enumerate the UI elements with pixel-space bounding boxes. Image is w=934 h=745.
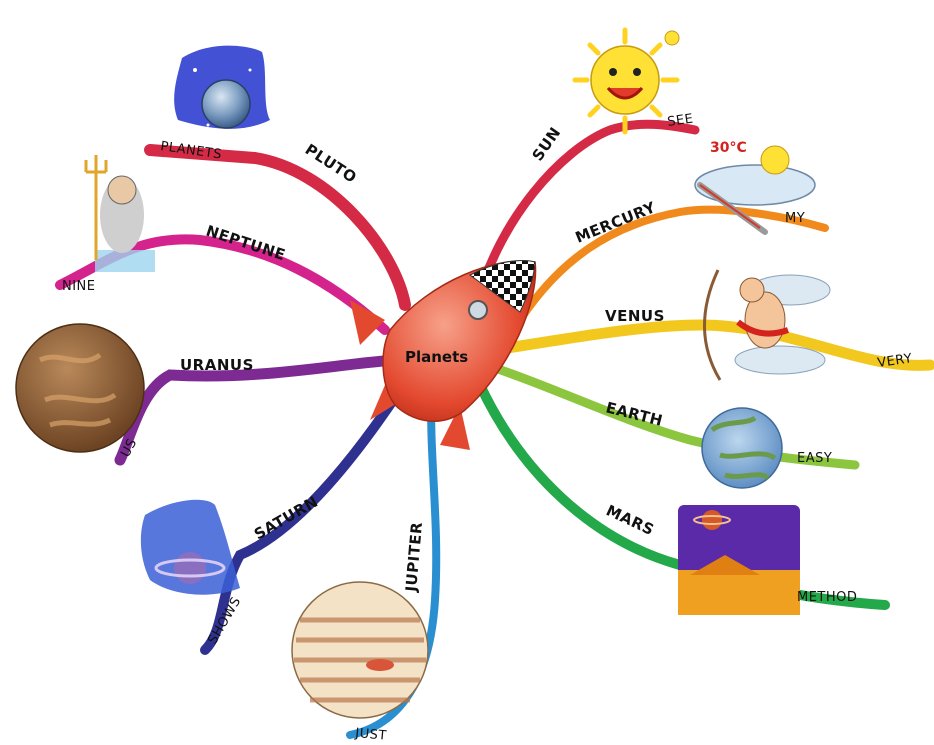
- uranus-planet-icon: [15, 323, 145, 453]
- branch-saturn: [200, 385, 405, 655]
- word-mercury: MY: [785, 211, 805, 226]
- word-earth: EASY: [797, 451, 832, 466]
- word-neptune: NINE: [62, 279, 96, 294]
- branches: [55, 119, 934, 739]
- center-label: Planets: [405, 348, 468, 366]
- jupiter-planet-icon: [291, 581, 429, 719]
- word-mars: METHOD: [797, 590, 857, 605]
- label-jupiter: JUPITER: [402, 521, 426, 593]
- label-venus: VENUS: [605, 307, 665, 325]
- sun-cartoon-icon: [572, 27, 680, 135]
- label-saturn: SATURN: [251, 492, 321, 543]
- earth-globe-icon: [701, 407, 783, 489]
- word-jupiter: JUST: [354, 726, 388, 744]
- branch-venus: [489, 319, 934, 371]
- neptune-god-icon: [84, 155, 155, 272]
- cupid-icon: [703, 269, 831, 381]
- mars-landscape-icon: [678, 505, 800, 615]
- branch-jupiter: [346, 381, 441, 739]
- saturn-planet-icon: [140, 499, 240, 595]
- pluto-planet-icon: [174, 45, 270, 129]
- branch-pluto: [144, 144, 411, 311]
- thermometer-cloud-icon: 30°C: [694, 140, 816, 235]
- branch-mercury: [516, 205, 829, 324]
- word-venus: VERY: [876, 351, 913, 371]
- branch-earth: [490, 363, 860, 470]
- branch-uranus: [114, 354, 401, 466]
- temperature-label: 30°C: [710, 140, 747, 156]
- label-uranus: URANUS: [180, 356, 254, 374]
- branch-pluto-tail: [149, 148, 256, 160]
- branch-sun: [473, 119, 700, 305]
- word-sun: SEE: [666, 111, 694, 129]
- center-rocket: Planets: [350, 260, 537, 450]
